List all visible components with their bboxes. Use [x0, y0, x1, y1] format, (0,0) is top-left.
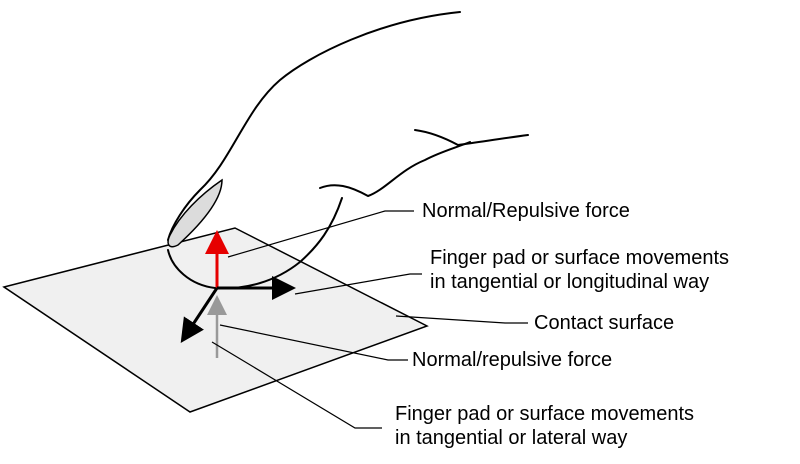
finger-pad-line: [167, 197, 343, 290]
label-movement-longitudinal-line1: Finger pad or surface movements: [430, 247, 730, 269]
fingernail-shape: [167, 178, 223, 248]
label-contact-surface: Contact surface: [534, 312, 675, 334]
leader-movement-longitudinal: [294, 273, 422, 295]
finger-outline: [167, 11, 529, 290]
leader-lines: [211, 210, 528, 429]
label-movement-lateral-line2: in tangential or lateral way: [395, 427, 628, 449]
leader-normal-force-bottom: [219, 324, 408, 361]
contact-surface-plane: [2, 227, 429, 413]
leader-normal-force-top: [227, 210, 414, 258]
label-movement-longitudinal-line2: in tangential or longitudinal way: [430, 271, 710, 293]
label-normal-repulsive-force: Normal/Repulsive force: [422, 200, 630, 222]
finger-knuckle-line: [319, 141, 471, 197]
finger-back-line: [167, 11, 461, 241]
label-movement-lateral: Finger pad or surface movements in tange…: [395, 402, 694, 450]
folded-finger-line: [414, 129, 529, 146]
label-movement-lateral-line1: Finger pad or surface movements: [395, 403, 695, 425]
label-normal-repulsive-force-lower: Normal/repulsive force: [412, 349, 613, 371]
leader-contact-surface: [395, 315, 528, 324]
label-movement-longitudinal: Finger pad or surface movements in tange…: [430, 246, 729, 294]
leader-movement-lateral: [211, 341, 382, 429]
lateral-movement-arrow: [180, 287, 219, 344]
